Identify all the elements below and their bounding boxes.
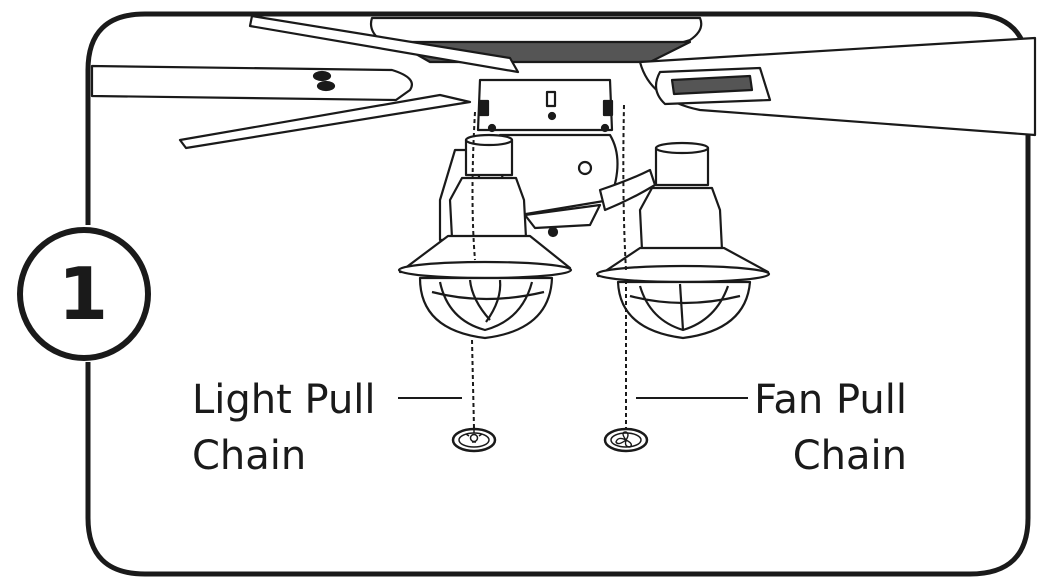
fan-pull-chain xyxy=(622,104,627,428)
lamp-left-body xyxy=(448,176,528,240)
fan-pull-label-line2: Chain xyxy=(792,433,907,479)
switch-housing xyxy=(476,78,614,132)
step-number: 1 xyxy=(57,252,109,336)
fan-blade-lower-left xyxy=(178,93,472,150)
light-pull-chain xyxy=(471,111,476,429)
lightbulb-icon[interactable] xyxy=(451,427,497,453)
light-pull-label-line2: Chain xyxy=(192,433,307,479)
ceiling-fan xyxy=(90,14,1037,340)
fan-icon[interactable] xyxy=(603,427,649,453)
fan-blade-back-left xyxy=(90,64,413,102)
light-pull-label-line1: Light Pull xyxy=(192,377,376,423)
fan-blade-upper-left xyxy=(248,14,520,74)
diagram-frame xyxy=(85,11,1031,577)
lamp-right-body xyxy=(638,186,724,252)
step-circle xyxy=(17,227,151,361)
fan-pull-label-line1: Fan Pull xyxy=(754,377,907,423)
lamp-left-cage xyxy=(418,276,554,340)
